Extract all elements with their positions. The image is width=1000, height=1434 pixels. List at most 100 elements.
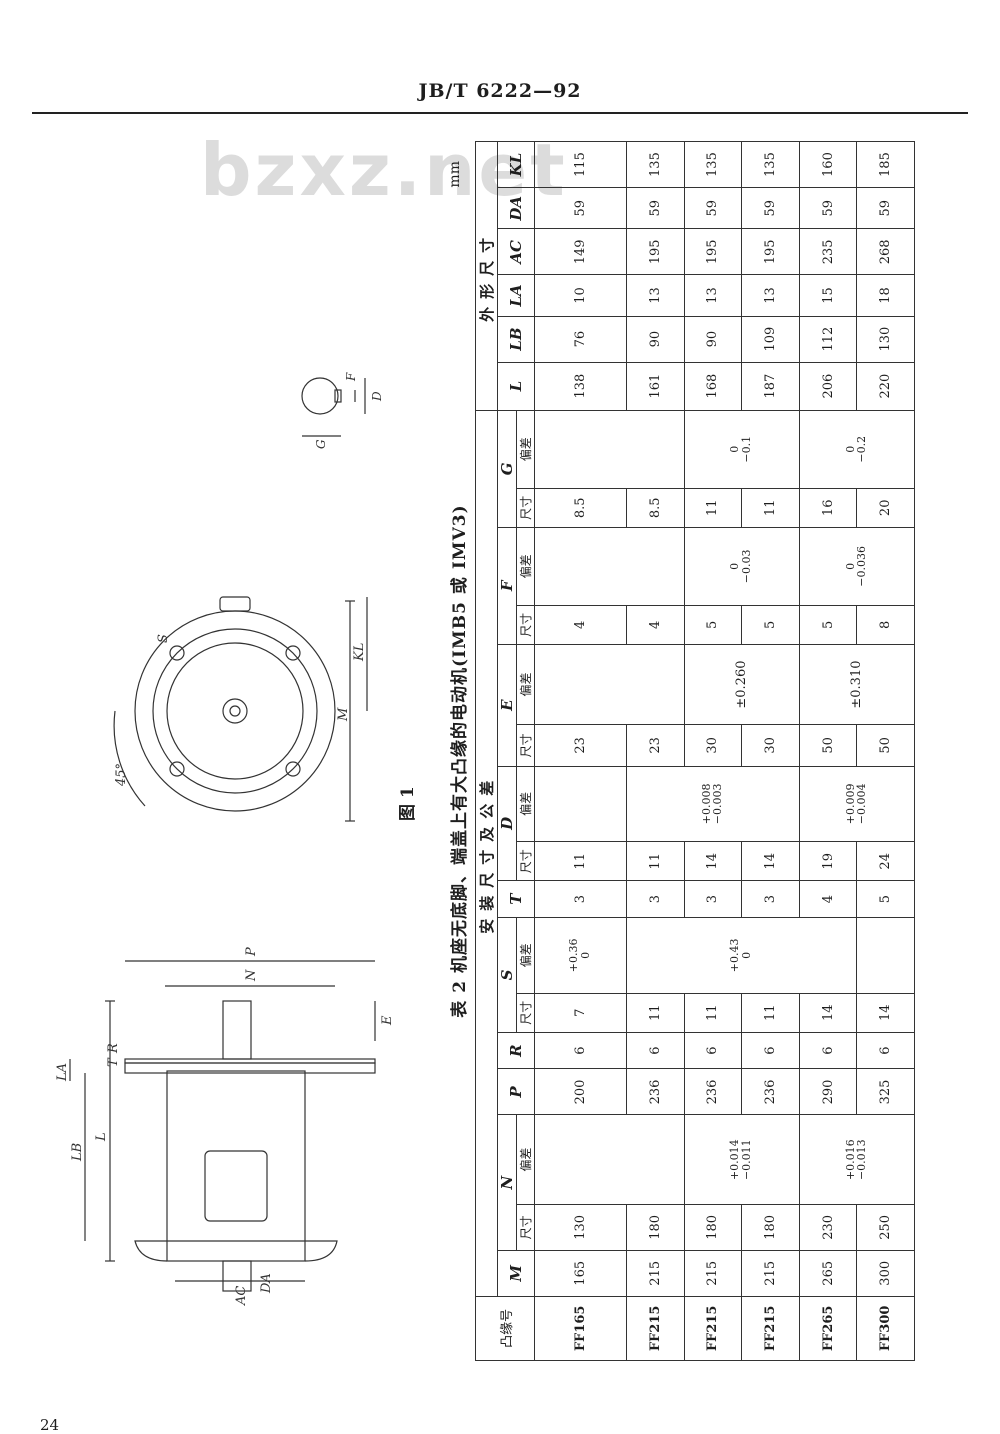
table-title: 表 2 机座无底脚、端盖上有大凸缘的电动机(IMB5 或 IMV3) — [450, 504, 470, 1018]
bolt-hole — [285, 761, 301, 777]
col-s-header: S — [497, 917, 517, 1033]
tol-bottom: −0.011 — [739, 1139, 753, 1181]
col-kl-header: KL — [497, 141, 535, 188]
cell-f-tol: 0−0.036 — [799, 527, 915, 606]
cell-kl: 115 — [534, 141, 627, 188]
col-la-header: LA — [497, 274, 535, 317]
shaft-center — [229, 705, 241, 717]
cell-ac: 195 — [741, 228, 800, 275]
label-d: D — [370, 391, 384, 402]
label-kl: KL — [352, 643, 367, 662]
cell-la: 13 — [684, 274, 742, 317]
col-r-header: R — [497, 1032, 535, 1069]
cell-m: 265 — [799, 1250, 857, 1297]
shaft-end — [222, 698, 248, 724]
cell-f: 5 — [799, 605, 857, 645]
cell-g: 11 — [741, 488, 800, 528]
tol-bottom: −0.036 — [855, 545, 869, 587]
cell-t: 4 — [799, 880, 857, 918]
cell-code: FF165 — [534, 1296, 627, 1361]
s-tol-header: 偏差 — [516, 917, 535, 994]
cell-e: 23 — [534, 724, 627, 767]
rear-cap — [222, 1260, 252, 1292]
d-tol-header: 偏差 — [516, 766, 535, 842]
cell-m: 215 — [741, 1250, 800, 1297]
cell-r: 6 — [684, 1032, 742, 1069]
cell-n-tol: +0.016−0.013 — [799, 1114, 915, 1205]
header-row-1: 凸缘号 安装尺寸及公差 外形尺寸 — [475, 141, 535, 1361]
cell-e: 23 — [626, 724, 685, 767]
angle-arc — [113, 710, 146, 807]
cell-kl: 135 — [684, 141, 742, 188]
cell-l: 206 — [799, 362, 857, 411]
label-lb: LB — [70, 1143, 85, 1162]
bolt-hole — [169, 761, 185, 777]
col-code-header: 凸缘号 — [475, 1296, 535, 1361]
cell-e: 50 — [856, 724, 915, 767]
cell-da: 59 — [741, 187, 800, 229]
cell-n: 180 — [684, 1204, 742, 1251]
e-size-header: 尺寸 — [516, 724, 535, 767]
col-ac-header: AC — [497, 228, 535, 275]
col-f-header: F — [497, 527, 517, 645]
cell-la: 15 — [799, 274, 857, 317]
col-p-header: P — [497, 1069, 535, 1115]
keyway — [334, 389, 342, 403]
cell-e: 50 — [799, 724, 857, 767]
cell-f: 4 — [626, 605, 685, 645]
cell-s: 14 — [856, 993, 915, 1033]
group-outline-header: 外形尺寸 — [475, 141, 498, 411]
cell-n-tol — [534, 1114, 685, 1205]
cell-n-tol: +0.014−0.011 — [684, 1114, 800, 1205]
cell-m: 165 — [534, 1250, 627, 1297]
dimension-table: 凸缘号 安装尺寸及公差 外形尺寸 M N P R S T D E F G L L… — [475, 141, 915, 1361]
e-tol-header: 偏差 — [516, 644, 535, 725]
cell-g-tol — [534, 410, 685, 489]
label-r: R — [106, 1043, 121, 1054]
cell-l: 187 — [741, 362, 800, 411]
cell-kl: 135 — [741, 141, 800, 188]
cell-code: FF215 — [626, 1296, 685, 1361]
label-t: T — [106, 1057, 121, 1067]
cell-lb: 90 — [626, 316, 685, 363]
cell-m: 300 — [856, 1250, 915, 1297]
cell-ac: 235 — [799, 228, 857, 275]
cell-r: 6 — [626, 1032, 685, 1069]
col-e-header: E — [497, 644, 517, 767]
cell-lb: 109 — [741, 316, 800, 363]
cell-p: 236 — [684, 1069, 742, 1115]
tol-bottom: 0 — [739, 951, 753, 959]
cell-t: 3 — [684, 880, 742, 918]
cell-da: 59 — [684, 187, 742, 229]
cell-e-tol: ±0.310 — [799, 644, 915, 725]
cell-kl: 160 — [799, 141, 857, 188]
cell-d: 24 — [856, 841, 915, 881]
cell-s: 7 — [534, 993, 627, 1033]
cell-da: 59 — [856, 187, 915, 229]
rotated-content: L LB LA AC DA T R E N P — [55, 141, 945, 1381]
watermark: bzxz.net — [200, 128, 568, 212]
cell-la: 18 — [856, 274, 915, 317]
cell-lb: 130 — [856, 316, 915, 363]
g-tol-header: 偏差 — [516, 410, 535, 489]
label-n: N — [244, 969, 259, 982]
n-size-header: 尺寸 — [516, 1204, 535, 1251]
tol-bottom: −0.2 — [855, 435, 869, 463]
label-ac: AC — [234, 1286, 249, 1306]
cell-f: 8 — [856, 605, 915, 645]
cell-t: 5 — [856, 880, 915, 918]
label-angle: 45° — [114, 763, 129, 787]
table-row: FF265 265 230 +0.016−0.013 290 6 14 4 19… — [799, 141, 915, 1361]
figure-1: L LB LA AC DA T R E N P — [55, 141, 445, 1381]
cell-s: 11 — [684, 993, 742, 1033]
cell-m: 215 — [626, 1250, 685, 1297]
label-la: LA — [55, 1063, 70, 1082]
cell-n: 180 — [741, 1204, 800, 1251]
cell-la: 13 — [626, 274, 685, 317]
cell-d: 11 — [626, 841, 685, 881]
cell-kl: 135 — [626, 141, 685, 188]
shaft-section-circle — [301, 377, 339, 415]
cell-t: 3 — [534, 880, 627, 918]
header-row-2: M N P R S T D E F G L LB LA AC DA KL — [497, 141, 535, 1361]
bolt-circle — [152, 628, 318, 794]
